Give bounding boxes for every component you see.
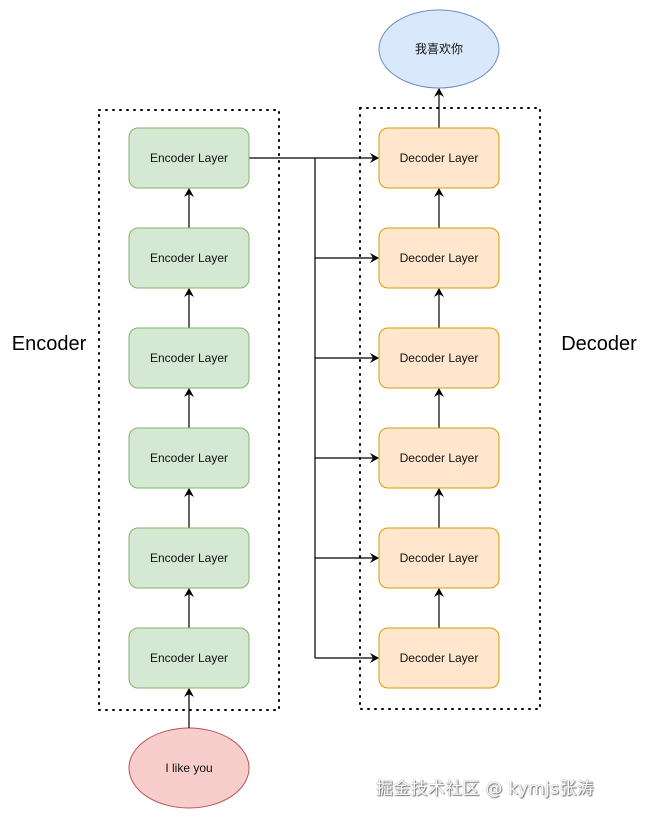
encoder-layer-label: Encoder Layer	[150, 451, 228, 465]
decoder-layer-5	[378, 227, 500, 289]
output-text: 我喜欢你	[415, 41, 463, 56]
decoder-layer-label: Decoder Layer	[400, 451, 479, 465]
decoder-layer-label: Decoder Layer	[400, 151, 479, 165]
watermark: 掘金技术社区 @ kymjs张涛	[376, 779, 595, 799]
encoder-layer-label: Encoder Layer	[150, 651, 228, 665]
decoder-layer-label: Decoder Layer	[400, 351, 479, 365]
encoder-label: Encoder	[12, 333, 87, 355]
decoder-layer-1	[378, 627, 500, 689]
encoder-layer-label: Encoder Layer	[150, 251, 228, 265]
encoder-layer-1	[128, 627, 250, 689]
decoder-layer-label: Decoder Layer	[400, 251, 479, 265]
decoder-label: Decoder	[561, 333, 637, 355]
decoder-layer-6	[378, 127, 500, 189]
encoder-layer-3	[128, 427, 250, 489]
decoder-container	[359, 107, 541, 710]
decoder-layer-label: Decoder Layer	[400, 651, 479, 665]
encoder-layer-label: Encoder Layer	[150, 151, 228, 165]
decoder-layer-3	[378, 427, 500, 489]
encoder-layer-2	[128, 527, 250, 589]
encoder-layer-6	[128, 127, 250, 189]
decoder-layer-4	[378, 327, 500, 389]
encoder-layer-label: Encoder Layer	[150, 551, 228, 565]
encoder-layer-label: Encoder Layer	[150, 351, 228, 365]
encoder-layer-5	[128, 227, 250, 289]
decoder-layer-label: Decoder Layer	[400, 551, 479, 565]
decoder-layer-2	[378, 527, 500, 589]
encoder-layer-4	[128, 327, 250, 389]
input-text: I like you	[165, 761, 212, 775]
